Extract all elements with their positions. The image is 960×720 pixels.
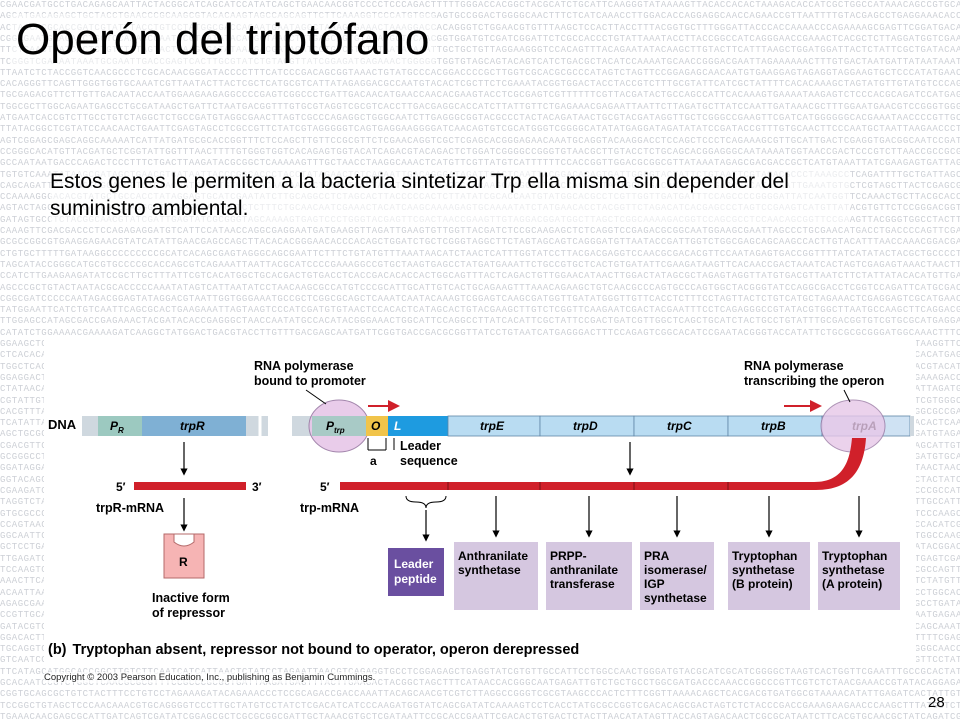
dna-background-row: TGCGAGACGTTCTTGTTGACAATACCAATGGAAGAAGAGG… — [0, 90, 960, 101]
promoter-trp-label: Ptrp — [326, 419, 345, 435]
trp-mrna-5prime: 5′ — [320, 480, 330, 494]
dna-background-row: TGGCGCTTGGCAGAATGAGCCTGCGATAAGCTGATTCTAA… — [0, 101, 960, 112]
dna-background-row: CTGTGCTTTTTGATAAGGCCCCCCCCCGCATCACAGCGAG… — [0, 248, 960, 259]
trpR-mrna-3prime: 3′ — [252, 480, 262, 494]
leader-sequence-label: Leader sequence — [400, 439, 458, 468]
gene-label-trpC: trpC — [667, 419, 692, 433]
promoter-r-box — [98, 416, 142, 436]
dna-background-row: CGGCGATCCCCCAATAGACGGAGTATAGGACGTAATTGGT… — [0, 293, 960, 304]
figure-caption: (b) Tryptophan absent, repressor not boun… — [48, 642, 579, 658]
dna-background-row: CACAGGGTTCAGTTGGGTGGTGCAAATCGTTAATACTTAC… — [0, 79, 960, 90]
inactive-repressor-shape — [163, 533, 205, 579]
dna-background-row: CGGAGAATGAAGACCTGGTCCAAACCGAATCCGTAATATA… — [0, 33, 960, 44]
trpR-mrna-strand — [134, 482, 246, 490]
dna-background-row: GCGCCGGCGTGAAGGAGAACGTATCATATTGAACGAGCCA… — [0, 237, 960, 248]
dna-background-row: CCATCTTGAAGAAGATATCCGCTTGCTTTATTCGTCACAT… — [0, 271, 960, 282]
trpR-mrna-label: trpR-mRNA — [96, 501, 164, 515]
slide-title: Operón del triptófano — [10, 14, 436, 66]
trpR-gene-box — [142, 416, 246, 436]
dna-background-row: ATGAATCACCGTCTTGCCTGTCTAGGCTCTGCCGATGTAG… — [0, 113, 960, 123]
enzyme-box-5 — [818, 542, 900, 610]
leader-box — [388, 416, 448, 436]
trp-mrna-label: trp-mRNA — [300, 501, 359, 515]
dna-label: DNA — [48, 417, 77, 432]
gene-label-trpE: trpE — [480, 419, 505, 433]
caption-label: (b) — [48, 642, 67, 658]
dna-background-row: TTGGAGCCATAGCGACCGAGAAACTACGATACACCGAGGG… — [0, 316, 960, 327]
dna-background-row: TAGCATACCGGGCATGCGTGCCCCGCACCAGCGTCAGAAA… — [0, 259, 960, 270]
enzyme-box-3 — [640, 542, 714, 610]
dna-background-row: TGAAACAACGAGCGCATTGATCAGTCGATATCGGAGCGCT… — [0, 711, 960, 720]
rna-pol-promoter-label: RNA polymerase bound to promoter — [254, 359, 366, 388]
attenuator-label: a — [370, 454, 377, 468]
promoter-trp-box — [312, 416, 366, 436]
dna-background-row: TCCGGCTGTAGCTCCCAACAAACGTGCAGGGGTCCCTTGC… — [0, 700, 960, 711]
copyright-text: Copyright © 2003 Pearson Education, Inc.… — [44, 672, 376, 683]
dna-background-row: TTAATCTCTACCGGTCAACGCCCTCGCACAACGGGATACC… — [0, 67, 960, 78]
dna-background-row: CATATCTGGAAAACGAAAAGATCAAGGCTATGGACTGACG… — [0, 327, 960, 338]
gene-label-trpD: trpD — [573, 419, 598, 433]
pointer-line — [305, 389, 327, 405]
leader-peptide-box — [388, 548, 444, 596]
dna-background-row: GCACAATCCGTCTGGCTCAACGCGCGTTTCCGCCCGCGCT… — [0, 678, 960, 688]
dna-background-row: TATGGAATTCATCTGTCAATTCAGCGCACTGAAGAAATTA… — [0, 305, 960, 316]
trp-mrna-strand — [340, 438, 866, 490]
dna-background-row: GCCAATAATGACCCAGACTCCCTTTCTGACTTAAGATACG… — [0, 158, 960, 169]
inactive-repressor-label: Inactive form of repressor — [152, 591, 233, 620]
leader-brace — [405, 495, 447, 509]
dna-background-row: CGAACGATGCCTGACAGAGCAATTACTACGGCATCAGCAT… — [0, 0, 960, 10]
dna-operon-flank — [292, 416, 312, 436]
enzyme-box-1 — [454, 542, 538, 610]
operator-box — [366, 416, 388, 436]
trp-operon-figure: DNA PR trpR Ptrp O L trpE trpD trpC trpB trp… — [44, 338, 916, 668]
dna-background-row: ACTACCACGCACCGATCGTATTTACCTGTCCTATGGCGAC… — [0, 22, 960, 33]
dna-background-row: TCGGGTCGAAAATAAATGCGAATTGACCGAGTCACTTGCG… — [0, 56, 960, 67]
dna-background-row: TTCATAGCATGGCACCGGCTTGTCTTCAATCATCATTAAC… — [0, 666, 960, 677]
slide-subtitle: Estos genes le permiten a la bacteria si… — [50, 168, 850, 222]
gene-label-trpB: trpB — [761, 419, 786, 433]
promoter-r-label: PR — [110, 419, 124, 435]
operator-label: O — [371, 419, 381, 433]
rna-pol-transcribing-label: RNA polymerase transcribing the operon — [744, 359, 884, 388]
enzyme-box-4 — [728, 542, 810, 610]
repressor-letter: R — [179, 555, 188, 569]
leader-label: L — [394, 419, 401, 433]
operon-diagram: DNA PR trpR Ptrp O L trpE trpD trpC trpB trp… — [48, 359, 914, 658]
dna-background-row: AGTCGGAGCGAGCAGGCAAAAATCATTATGATGCGCACCG… — [0, 135, 960, 146]
dna-left-flank — [82, 416, 98, 436]
dna-background-row: CAAAGTTCGACGACCCTCCAGAGAGGATGTCATTCCATAA… — [0, 226, 960, 236]
dna-background-row: AGCATGACAGAGCTGCTACCTGAACCCGCAAGCGTACACA… — [0, 11, 960, 22]
dna-right-end — [910, 416, 914, 436]
dna-background-row: CGGTGCAGCGCTGTCTACTTTCCTGTCCTAGAAAGATACA… — [0, 689, 960, 700]
dna-background-row: TTCTCAACTGATCACTCTGTTTTTAGTACTGAAGTGATAT… — [0, 45, 960, 56]
dna-background-row: TTATACGGCTCGTATCCAACAACTGAATTCGAGTAGCCTC… — [0, 124, 960, 135]
trpR-gene-label: trpR — [180, 419, 205, 433]
slide-number: 28 — [928, 694, 945, 711]
caption-text: Tryptophan absent, repressor not bound t… — [73, 642, 580, 658]
pointer-line — [843, 389, 851, 403]
dna-background-row: AGCCCGCTGTACTAATACGCACCCCCAAATATAGTCATTA… — [0, 282, 960, 293]
trpR-mrna-5prime: 5′ — [116, 480, 126, 494]
enzyme-box-2 — [546, 542, 632, 610]
leader-peptide-label: Leader peptide — [394, 557, 437, 586]
dna-left-right-flank — [246, 416, 268, 436]
mrna-gene-dividers — [447, 482, 729, 490]
dna-background-row: CCGGGCACATGTTACGATGCTCGGTATTGGTTTAACTTTT… — [0, 146, 960, 157]
